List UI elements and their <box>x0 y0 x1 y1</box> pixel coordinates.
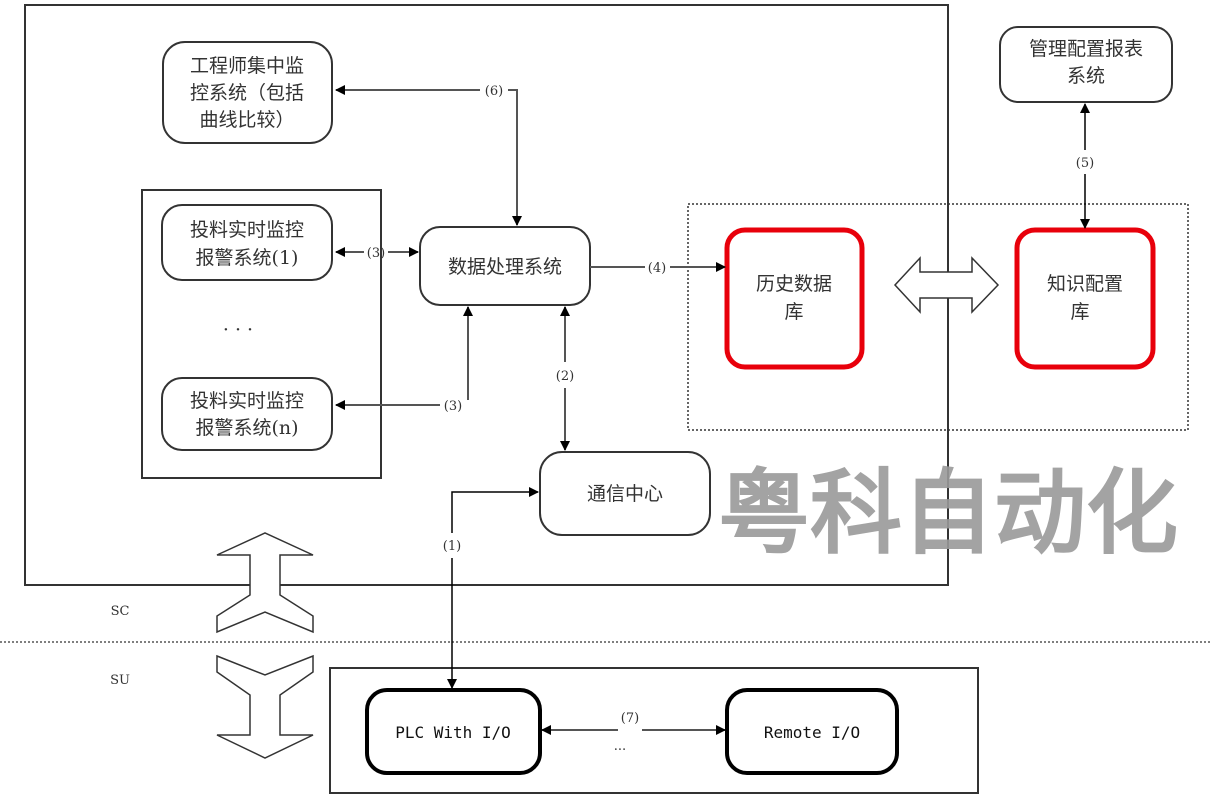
svg-text:曲线比较）: 曲线比较） <box>199 109 294 131</box>
ellipsis: · · · <box>223 319 253 341</box>
link-4: (4) <box>590 261 726 276</box>
svg-text:管理配置报表: 管理配置报表 <box>1029 38 1143 60</box>
svg-text:(3): (3) <box>444 399 462 414</box>
watermark: 粤科自动化 <box>718 460 1178 567</box>
link-2: (2) <box>556 306 574 451</box>
link-3b: (3) <box>335 306 473 414</box>
link-7: (7) ... <box>541 711 726 754</box>
plc-node[interactable]: PLC With I/O <box>365 688 542 775</box>
feed-node-n[interactable]: 投料实时监控 报警系统(n) <box>161 377 333 451</box>
svg-text:系统: 系统 <box>1067 65 1105 87</box>
feed-node-1[interactable]: 投料实时监控 报警系统(1) <box>161 204 333 281</box>
svg-text:报警系统(1): 报警系统(1) <box>196 247 299 269</box>
sc-up-arrow <box>216 532 314 634</box>
knowledge-db-node[interactable]: 知识配置 库 <box>1014 227 1156 370</box>
sc-label: SC <box>111 604 130 619</box>
svg-text:PLC With I/O: PLC With I/O <box>395 723 511 742</box>
svg-text:Remote I/O: Remote I/O <box>764 723 860 742</box>
svg-text:控系统（包括: 控系统（包括 <box>190 82 304 104</box>
svg-text:(4): (4) <box>648 261 666 276</box>
management-node[interactable]: 管理配置报表 系统 <box>999 26 1173 103</box>
svg-text:库: 库 <box>784 301 803 323</box>
svg-text:(2): (2) <box>556 369 574 384</box>
svg-text:(7): (7) <box>621 711 639 726</box>
engineer-node[interactable]: 工程师集中监 控系统（包括 曲线比较） <box>162 41 333 144</box>
feed-systems-group <box>141 189 382 479</box>
link-6: (6) <box>335 84 522 226</box>
svg-text:投料实时监控: 投料实时监控 <box>190 390 304 412</box>
db-sync-double-arrow <box>893 256 1000 314</box>
svg-text:工程师集中监: 工程师集中监 <box>190 55 304 77</box>
svg-text:数据处理系统: 数据处理系统 <box>448 256 562 278</box>
svg-text:(3): (3) <box>367 246 385 261</box>
remote-io-node[interactable]: Remote I/O <box>725 688 899 775</box>
svg-text:(5): (5) <box>1076 156 1094 171</box>
su-down-arrow <box>216 654 314 759</box>
data-processing-node[interactable]: 数据处理系统 <box>419 226 591 306</box>
svg-text:(6): (6) <box>485 84 503 99</box>
su-container <box>329 667 979 794</box>
link-5: (5) <box>1076 103 1094 229</box>
svg-text:历史数据: 历史数据 <box>756 273 832 295</box>
svg-text:库: 库 <box>1070 301 1089 323</box>
svg-text:通信中心: 通信中心 <box>587 483 663 505</box>
link-3a: (3) <box>335 246 419 261</box>
svg-text:报警系统(n): 报警系统(n) <box>195 417 298 439</box>
link-1: (1) <box>443 487 539 689</box>
su-label: SU <box>110 673 130 688</box>
svg-text:...: ... <box>614 739 626 754</box>
comm-center-node[interactable]: 通信中心 <box>539 451 711 536</box>
svg-text:知识配置: 知识配置 <box>1047 273 1123 295</box>
svg-text:(1): (1) <box>443 539 461 554</box>
svg-text:投料实时监控: 投料实时监控 <box>190 219 304 241</box>
history-db-node[interactable]: 历史数据 库 <box>724 227 865 370</box>
database-group <box>687 203 1189 431</box>
